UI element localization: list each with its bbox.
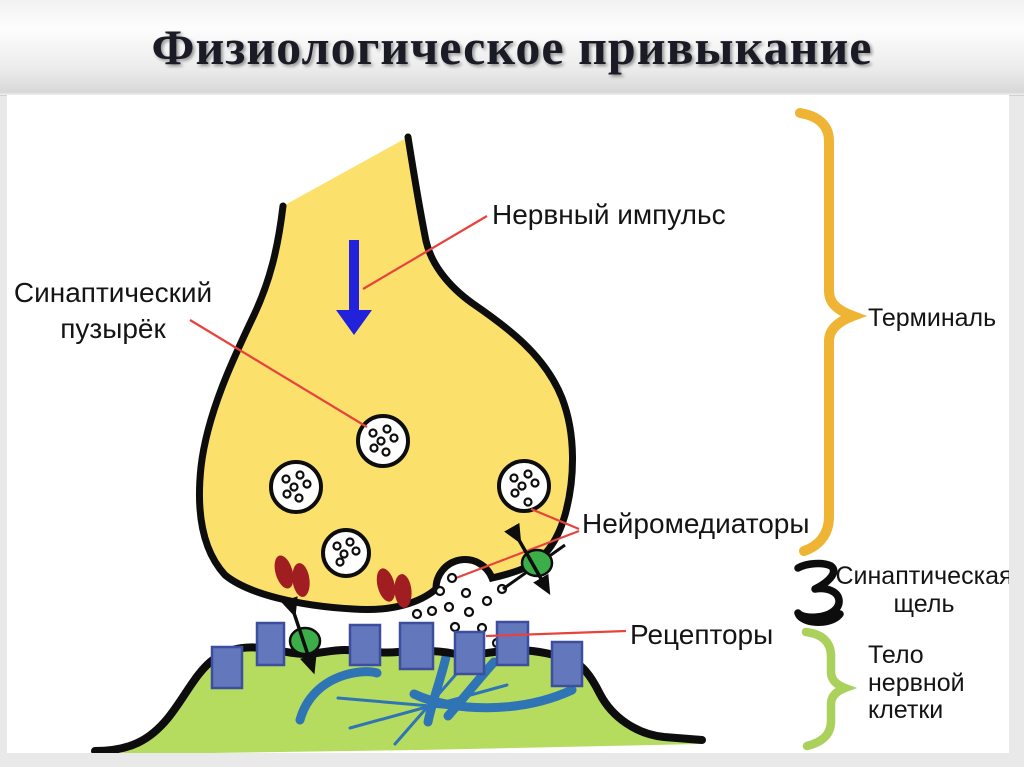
filament bbox=[443, 657, 499, 721]
vesicle-dot bbox=[523, 497, 533, 507]
receptor-rect-7 bbox=[550, 640, 584, 688]
diffusion-arrow bbox=[504, 522, 551, 595]
vesicle-dot bbox=[351, 546, 361, 556]
label-terminal: Терминаль bbox=[868, 304, 996, 332]
svg-text:Синаптический: Синаптический bbox=[14, 277, 212, 308]
leader-neurotransmitters-upper bbox=[530, 507, 580, 531]
svg-text:Тело: Тело bbox=[868, 641, 924, 669]
title-bar: Физиологическое привыкание bbox=[0, 0, 1024, 96]
filament bbox=[295, 667, 382, 725]
vesicle-dot bbox=[376, 436, 386, 446]
svg-text:Синаптическая: Синаптическая bbox=[835, 562, 1009, 590]
cleft-brace bbox=[794, 559, 844, 626]
synaptic-vesicle-4 bbox=[497, 459, 551, 513]
leader-receptors bbox=[485, 629, 627, 638]
leader-nerve-impulse bbox=[362, 215, 488, 290]
neurotransmitter-ball-membrane bbox=[281, 596, 322, 675]
svg-text:клетки: клетки bbox=[868, 696, 943, 724]
vesicle-dot bbox=[282, 489, 292, 499]
vesicle-dot bbox=[335, 557, 345, 567]
receptor-rect-5 bbox=[453, 630, 486, 676]
svg-text:нервной: нервной bbox=[868, 669, 965, 697]
cytoskeleton-filaments bbox=[295, 652, 577, 746]
vesicle-dot bbox=[523, 469, 533, 479]
vesicle-dot bbox=[381, 447, 391, 457]
vesicle-dot bbox=[339, 549, 349, 559]
receptor-rect-3 bbox=[348, 623, 382, 667]
vesicle-dot bbox=[345, 537, 355, 547]
vesicle-dot bbox=[368, 428, 378, 438]
neurotransmitter-ball-cleft bbox=[502, 522, 566, 595]
receptor-rect-1 bbox=[210, 645, 244, 690]
vesicle-dot bbox=[530, 478, 540, 488]
dot bbox=[446, 572, 458, 584]
dot bbox=[426, 605, 438, 617]
dot bbox=[463, 606, 475, 618]
receptor-rect-2 bbox=[255, 621, 286, 667]
synaptic-vesicle-3 bbox=[321, 528, 371, 578]
vesicle-dot bbox=[382, 424, 392, 434]
label-neurotransmitters: Нейромедиаторы bbox=[582, 508, 810, 539]
filament bbox=[336, 696, 479, 712]
vesicle-dot bbox=[369, 443, 379, 453]
vesicle-dot bbox=[332, 541, 342, 551]
postsynaptic-cell-fill bbox=[95, 647, 702, 754]
dot bbox=[449, 621, 461, 633]
receptor-rect-6 bbox=[495, 620, 530, 667]
receptors-group bbox=[210, 620, 584, 690]
dot bbox=[434, 585, 446, 597]
filament bbox=[423, 652, 451, 727]
vesicle-dot bbox=[302, 479, 312, 489]
synaptic-vesicle-2 bbox=[269, 460, 323, 514]
synapse-diagram: Нервный импульс Синаптический пузырёк Не… bbox=[14, 108, 1013, 755]
membrane-channel-pair-right bbox=[376, 568, 412, 608]
vesicle-dot bbox=[289, 482, 299, 492]
leader-synaptic-vesicle bbox=[189, 319, 368, 428]
vesicle-dot bbox=[295, 470, 305, 480]
diagram-area: Нервный импульс Синаптический пузырёк Не… bbox=[7, 95, 1013, 755]
svg-text:пузырёк: пузырёк bbox=[60, 313, 166, 344]
dot bbox=[411, 608, 423, 620]
vesicle-dot bbox=[510, 488, 520, 498]
vesicle-dot bbox=[294, 493, 304, 503]
receptor-rect-4 bbox=[398, 621, 435, 671]
label-receptors: Рецепторы bbox=[630, 619, 773, 650]
dot bbox=[481, 595, 493, 607]
synaptic-vesicle-1 bbox=[356, 414, 410, 468]
nerve-impulse-arrow bbox=[336, 240, 372, 335]
label-synaptic-cleft: Синаптическая щель bbox=[835, 562, 1012, 618]
slide-title: Физиологическое привыкание bbox=[151, 19, 873, 75]
vesicle-dot bbox=[281, 474, 291, 484]
axon-terminal-outline bbox=[195, 133, 576, 614]
membrane-channel-pair-left bbox=[274, 555, 310, 597]
label-nerve-impulse: Нервный импульс bbox=[492, 199, 726, 230]
filament bbox=[409, 685, 577, 713]
vesicle-dot bbox=[389, 433, 399, 443]
svg-text:щель: щель bbox=[894, 590, 955, 618]
filament bbox=[393, 670, 460, 746]
dot bbox=[460, 587, 472, 599]
diffusion-arrow bbox=[281, 596, 317, 675]
vesicle-dot bbox=[509, 473, 519, 483]
vesicle-dot bbox=[517, 481, 527, 491]
cell-body-brace bbox=[801, 627, 858, 751]
label-cell-body: Тело нервной клетки bbox=[868, 641, 965, 724]
label-synaptic-vesicle: Синаптический пузырёк bbox=[14, 277, 212, 344]
terminal-brace bbox=[795, 108, 868, 556]
dot bbox=[443, 601, 455, 613]
